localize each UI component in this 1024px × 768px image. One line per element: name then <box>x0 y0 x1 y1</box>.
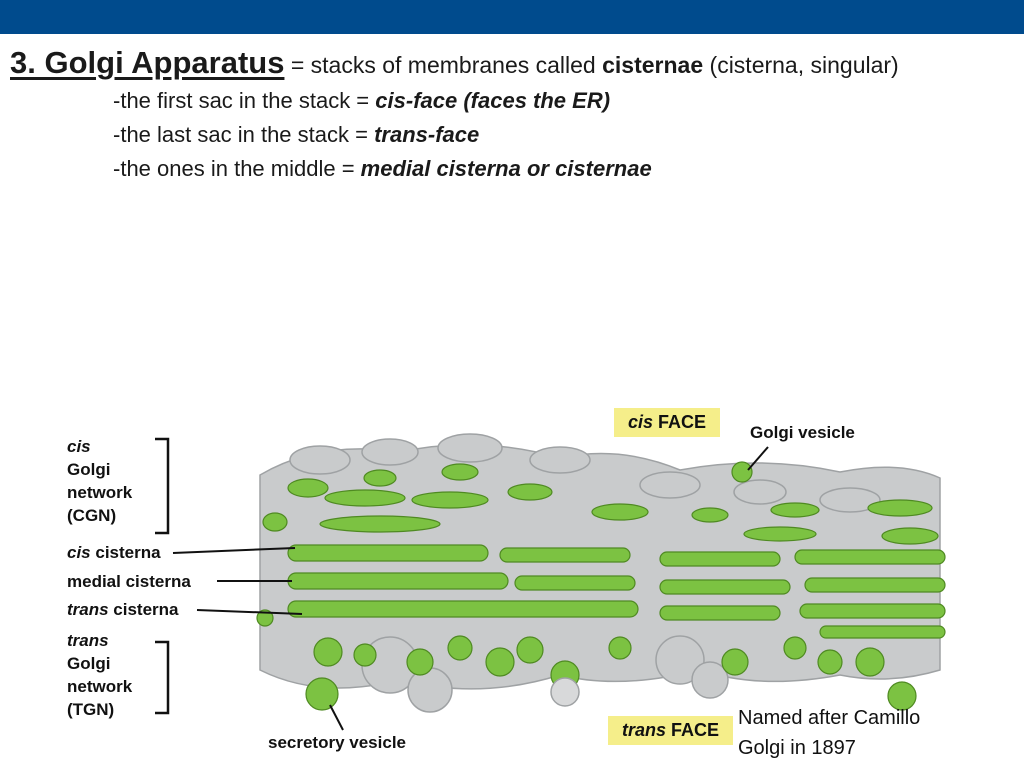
caption: Named after Camillo Golgi in 1897 <box>738 703 920 763</box>
slide-title-line: 3. Golgi Apparatus = stacks of membranes… <box>10 44 1014 84</box>
medial-cisterna-sac <box>287 572 509 590</box>
bullet-prefix: -the ones in the middle = <box>113 156 361 181</box>
title-term: cisternae <box>602 52 704 78</box>
secretory-vesicle-label: secretory vesicle <box>268 733 406 752</box>
slide-text: 3. Golgi Apparatus = stacks of membranes… <box>10 44 1014 186</box>
bullet-line-trans: -the last sac in the stack = trans-face <box>10 118 1014 152</box>
trans-cisterna-label: trans cisterna <box>67 600 179 619</box>
golgi-vesicle-leader <box>747 446 769 471</box>
golgi-illustration <box>155 433 946 731</box>
bullet-term: cis-face (faces the ER) <box>375 88 611 113</box>
caption-line-2: Golgi in 1897 <box>738 737 856 759</box>
bullet-prefix: -the last sac in the stack = <box>113 122 375 147</box>
secretory-vesicle-leader <box>329 704 344 731</box>
golgi-vesicle-shape <box>731 461 753 483</box>
bullet-line-medial: -the ones in the middle = medial cistern… <box>10 152 1014 186</box>
trans-cisterna-sac <box>287 600 639 618</box>
trans-face-label: trans FACE <box>608 716 734 745</box>
cis-face-label: cis FACE <box>614 408 721 437</box>
bullet-prefix: -the first sac in the stack = <box>113 88 376 113</box>
tgn-vesicles <box>256 461 917 711</box>
trans-cisterna-leader <box>196 609 303 615</box>
free-vesicle <box>550 677 580 707</box>
caption-line-1: Named after Camillo <box>738 707 921 729</box>
cgn-label: cis Golgi network (CGN) <box>67 437 133 525</box>
cis-cisterna-sac <box>287 544 489 562</box>
tgn-label: trans Golgi network (TGN) <box>67 631 133 719</box>
header-bar <box>0 0 1024 34</box>
golgi-diagram: cis Golgi network (CGN) cis cisterna med… <box>60 400 970 768</box>
cgn-bracket <box>155 437 170 535</box>
cgn-sacs <box>262 463 939 545</box>
cis-cisterna-label: cis cisterna <box>67 543 161 562</box>
bullet-term: medial cisterna or cisternae <box>360 156 652 181</box>
golgi-vesicle-label: Golgi vesicle <box>750 423 855 442</box>
cis-cisterna-leader <box>172 547 296 554</box>
slide-title: 3. Golgi Apparatus <box>10 45 285 80</box>
title-definition: = stacks of membranes called <box>284 52 603 78</box>
medial-cisterna-label: medial cisterna <box>67 572 191 591</box>
title-paren: (cisterna, singular) <box>703 52 899 78</box>
bullet-line-cis: -the first sac in the stack = cis-face (… <box>10 84 1014 118</box>
bullet-term: trans-face <box>374 122 480 147</box>
tgn-bracket <box>155 640 170 715</box>
cisternae-stack <box>287 544 946 639</box>
